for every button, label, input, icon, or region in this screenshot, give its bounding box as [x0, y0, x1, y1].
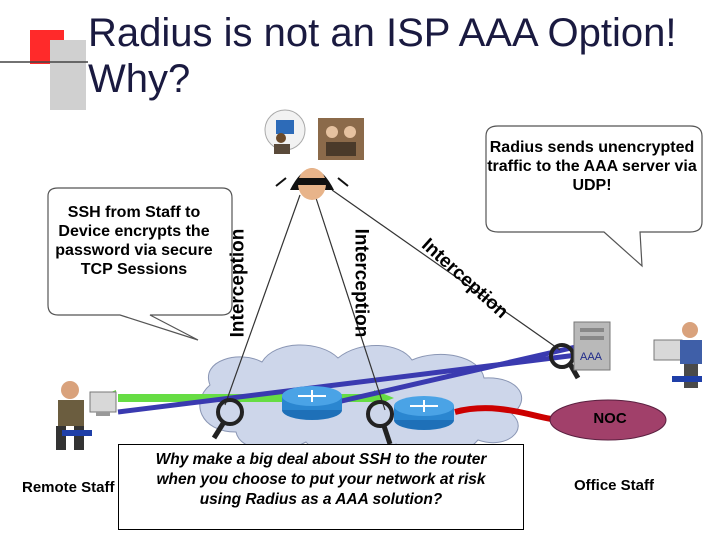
- office-staff-icon: [653, 322, 702, 388]
- core-router: [282, 386, 342, 420]
- magnifier-icon-3: [549, 343, 581, 380]
- slide-title: Radius is not an ISP AAA Option! Why?: [88, 10, 708, 102]
- title-decoration: [0, 30, 88, 110]
- question-box: Why make a big deal about SSH to the rou…: [118, 444, 524, 530]
- aaa-label: AAA: [580, 351, 603, 363]
- spy-workstation-icon: [264, 109, 306, 154]
- magnifier-icon-2: [366, 400, 394, 445]
- magnifier-icon-1: [211, 398, 244, 440]
- office-staff-label: Office Staff: [574, 477, 655, 494]
- edge-router: [394, 396, 454, 430]
- remote-staff-label: Remote Staff: [22, 479, 115, 496]
- radius-callout-text: Radius sends unencrypted traffic to the …: [487, 139, 697, 194]
- deco-gray-square: [50, 40, 86, 110]
- question-line-1: Why make a big deal about SSH to the rou…: [155, 451, 487, 468]
- noc-label: NOC: [593, 410, 627, 427]
- interception-label-center: Interception: [350, 228, 372, 338]
- noc-node: [549, 399, 667, 441]
- ssh-callout-text: SSH from Staff to Device encrypts the pa…: [55, 204, 213, 278]
- radius-link-router: [319, 343, 581, 409]
- radius-link-remote: [117, 351, 586, 415]
- question-line-3: using Radius as a AAA solution?: [199, 491, 443, 508]
- title-line-2: Why?: [88, 57, 191, 101]
- title-line-1: Radius is not an ISP AAA Option!: [88, 11, 677, 55]
- question-line-2: when you choose to put your network at r…: [156, 471, 486, 488]
- aaa-server-icon: [573, 321, 611, 371]
- spy-group-icon: [318, 118, 364, 160]
- remote-staff-icon: [56, 381, 117, 450]
- interception-label-left: Interception: [227, 228, 249, 338]
- radius-callout-bubble: [485, 125, 703, 268]
- ssh-callout-bubble: [47, 187, 233, 341]
- hacker-icon: [275, 168, 349, 200]
